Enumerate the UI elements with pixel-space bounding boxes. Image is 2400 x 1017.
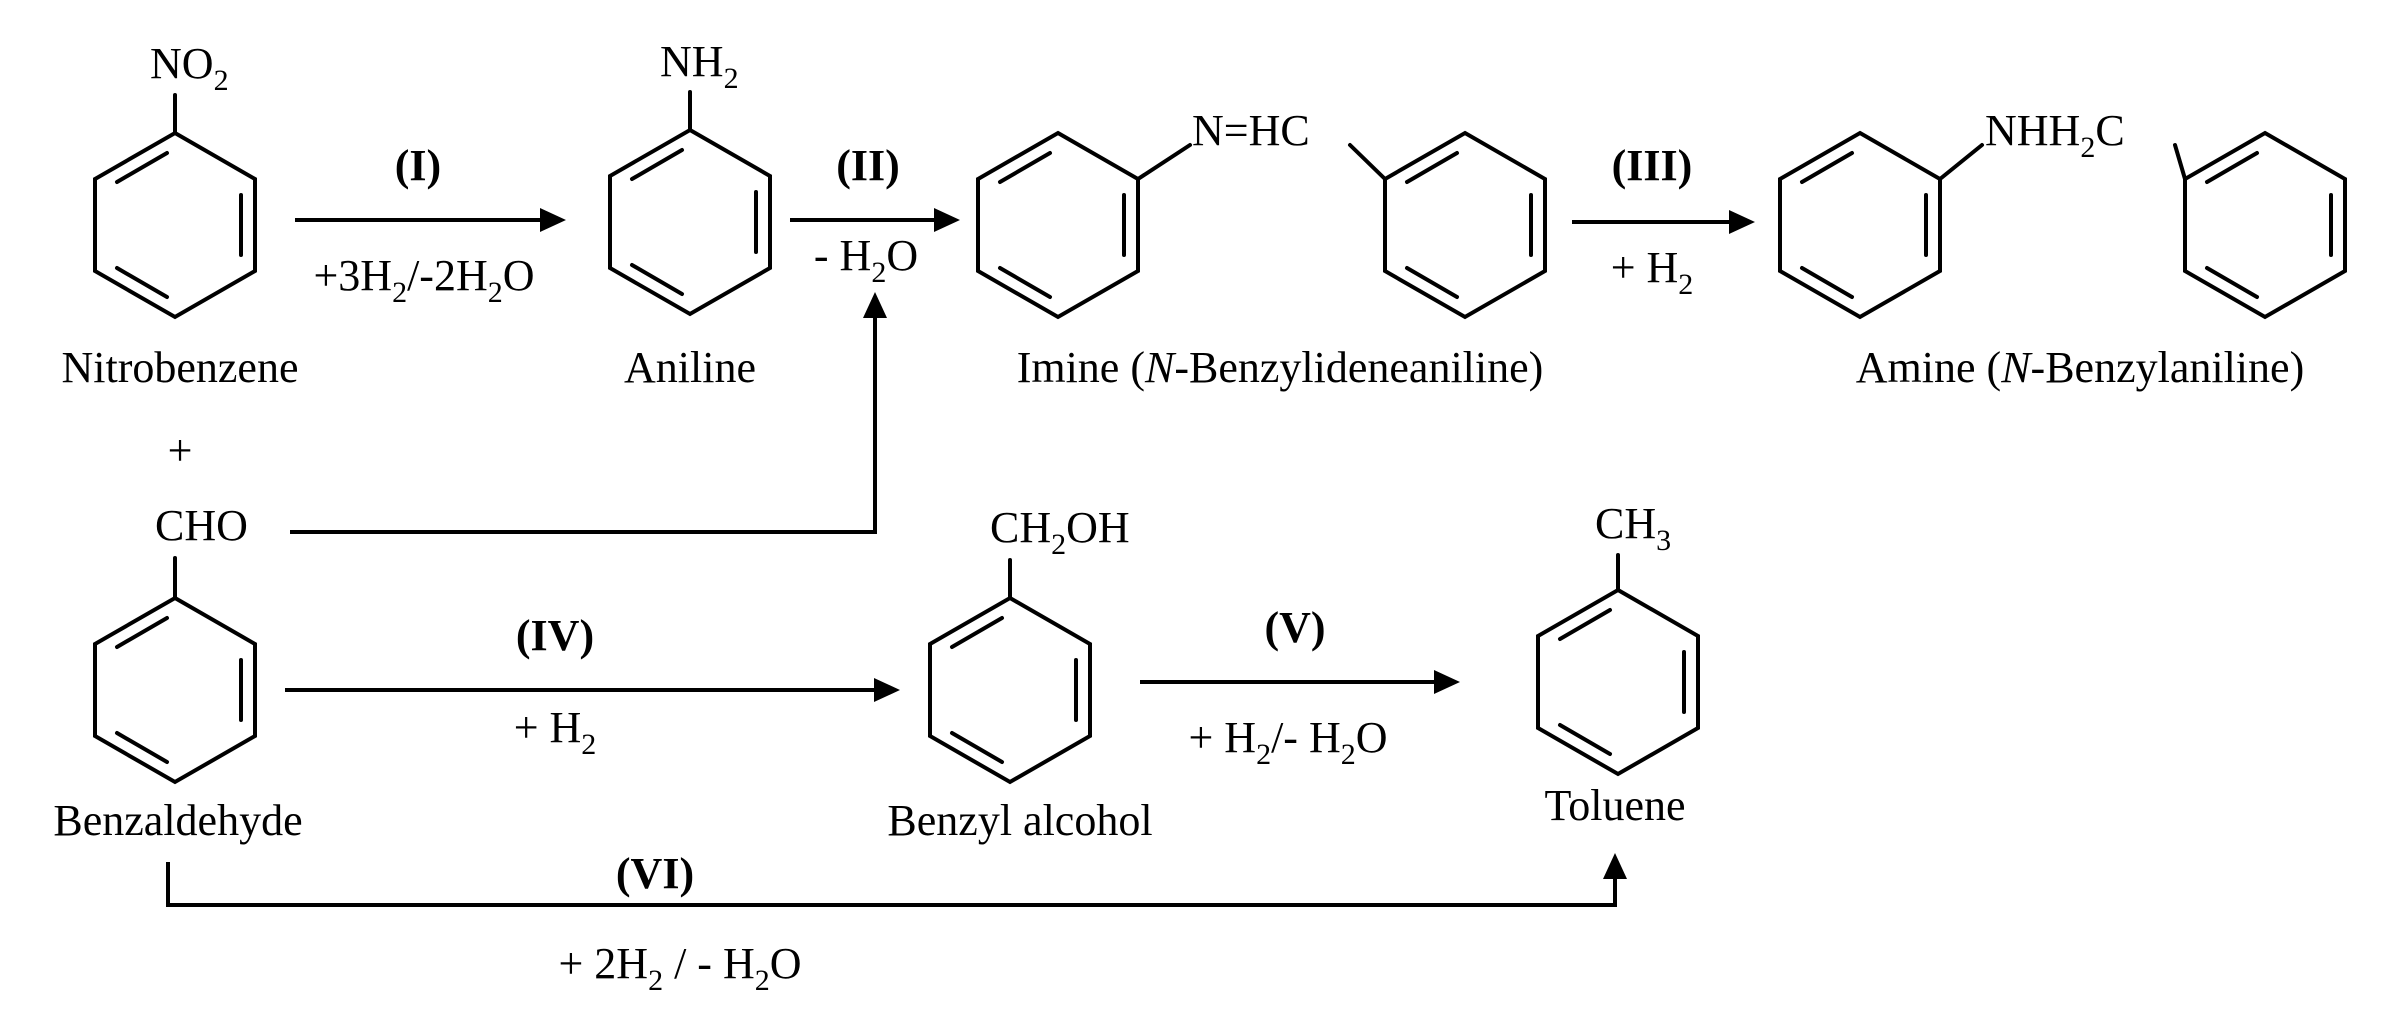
arrow-step-v [1140, 670, 1460, 694]
connector-to-step-ii [290, 292, 887, 534]
step-v-label: (V) [1264, 603, 1325, 652]
benzene-ring [1383, 131, 1547, 319]
nitrobenzene-label: Nitrobenzene [62, 343, 299, 392]
amino-group: NH2 [660, 37, 739, 95]
benzene-ring [976, 131, 1140, 319]
step-iii-conditions: + H2 [1611, 243, 1694, 301]
step-vi-label: (VI) [616, 849, 694, 898]
benzene-ring [1778, 131, 1942, 319]
benzyl-alcohol-structure: CH2OH [928, 503, 1130, 784]
benzene-ring [2183, 131, 2347, 319]
benzene-ring [93, 131, 257, 319]
step-vi-conditions: + 2H2 / - H2O [558, 939, 801, 997]
toluene-structure: CH3 [1536, 499, 1700, 776]
step-i-conditions: +3H2/-2H2O [313, 251, 534, 309]
imine-label: Imine (N-Benzylideneaniline) [1017, 343, 1544, 392]
nitrobenzene-structure: NO2 [93, 39, 257, 319]
step-iii-label: (III) [1612, 141, 1693, 190]
benzyl-alcohol-label: Benzyl alcohol [887, 796, 1152, 845]
imine-structure: N=HC [976, 106, 1547, 319]
aniline-label: Aniline [624, 343, 756, 392]
benzene-ring [1536, 588, 1700, 776]
step-ii-label: (II) [836, 141, 900, 190]
amine-structure: NHH2C [1778, 106, 2347, 319]
step-i-label: (I) [395, 141, 441, 190]
amine-label: Amine (N-Benzylaniline) [1856, 343, 2304, 392]
benzaldehyde-label: Benzaldehyde [53, 796, 302, 845]
nitro-group: NO2 [150, 39, 229, 97]
benzene-ring [93, 596, 257, 784]
step-iv-label: (IV) [516, 611, 594, 660]
arrow-step-iv [285, 678, 900, 702]
plus-sign: + [168, 426, 193, 475]
toluene-label: Toluene [1544, 781, 1685, 830]
arrow-step-i [295, 208, 566, 232]
step-v-conditions: + H2/- H2O [1188, 713, 1387, 771]
aniline-structure: NH2 [608, 37, 772, 316]
imine-linker: N=HC [1192, 106, 1310, 155]
arrow-step-ii [790, 208, 960, 232]
amine-linker: NHH2C [1985, 106, 2125, 164]
benzene-ring [928, 596, 1092, 784]
step-ii-conditions: - H2O [814, 231, 918, 289]
hydroxymethyl-group: CH2OH [990, 503, 1130, 561]
arrow-step-vi [166, 853, 1627, 907]
arrow-step-iii [1572, 210, 1755, 234]
methyl-group: CH3 [1595, 499, 1671, 557]
step-iv-conditions: + H2 [514, 703, 597, 761]
aldehyde-group: CHO [155, 501, 248, 550]
benzene-ring [608, 128, 772, 316]
benzaldehyde-structure: CHO [93, 501, 257, 784]
